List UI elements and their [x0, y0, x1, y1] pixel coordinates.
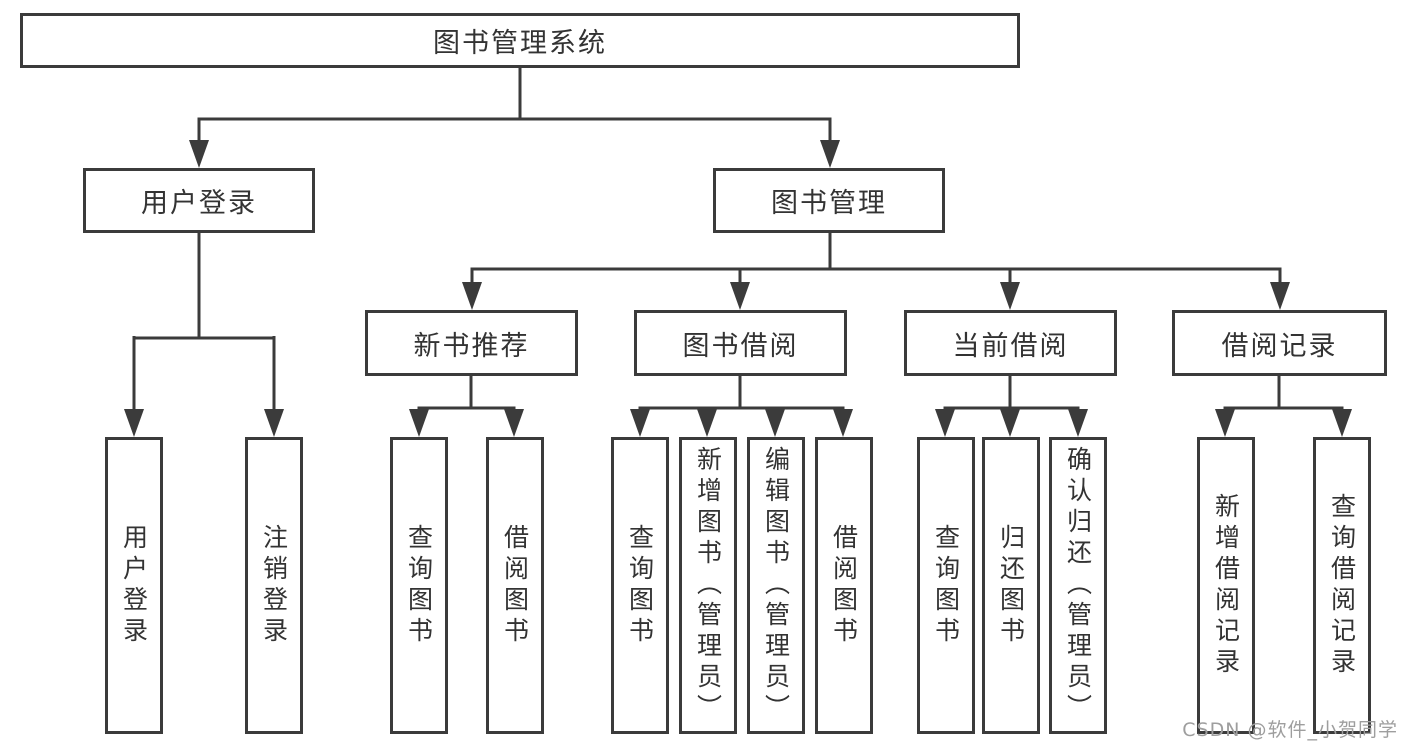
arrowhead	[820, 140, 840, 168]
leaf-logout-label: 注销登录	[259, 523, 289, 648]
arrowhead	[504, 409, 524, 437]
connector-current-borrow	[943, 376, 1080, 410]
leaf-return-book-label: 归还图书	[996, 523, 1026, 648]
leaf-logout: 注销登录	[245, 437, 303, 734]
node-borrow-records: 借阅记录	[1172, 310, 1387, 376]
connector-root	[197, 68, 832, 144]
leaf-return-book: 归还图书	[982, 437, 1040, 734]
leaf-user-login: 用户登录	[105, 437, 163, 734]
leaf-borrow-books-1-label: 借阅图书	[500, 523, 530, 648]
arrowhead	[630, 409, 650, 437]
connector-new-book-recommend	[417, 376, 516, 410]
leaf-confirm-return-admin: 确认归还（管理员）	[1049, 437, 1107, 734]
arrowhead	[935, 409, 955, 437]
connector-user-login-group	[132, 233, 276, 413]
arrowheads	[124, 140, 1352, 437]
connector-book-management	[470, 233, 1282, 286]
leaf-borrow-books-1: 借阅图书	[486, 437, 544, 734]
arrowhead	[730, 282, 750, 310]
arrowhead	[697, 409, 717, 437]
arrowhead	[124, 409, 144, 437]
leaf-user-login-label: 用户登录	[119, 523, 149, 648]
node-current-borrow: 当前借阅	[904, 310, 1117, 376]
node-library-system: 图书管理系统	[20, 13, 1020, 68]
leaf-query-borrow-record: 查询借阅记录	[1313, 437, 1371, 734]
leaf-query-books-2-label: 查询图书	[625, 523, 655, 648]
arrowhead	[462, 282, 482, 310]
arrowhead	[1270, 282, 1290, 310]
arrowhead	[189, 140, 209, 168]
leaf-query-books-3: 查询图书	[917, 437, 975, 734]
leaf-confirm-return-admin-label: 确认归还（管理员）	[1063, 446, 1093, 725]
arrowhead	[264, 409, 284, 437]
leaf-query-books-2: 查询图书	[611, 437, 669, 734]
node-book-management: 图书管理	[713, 168, 945, 233]
leaf-query-books-3-label: 查询图书	[931, 523, 961, 648]
arrowhead	[1215, 409, 1235, 437]
leaf-query-borrow-record-label: 查询借阅记录	[1327, 492, 1357, 679]
arrowhead	[409, 409, 429, 437]
leaf-borrow-books-2-label: 借阅图书	[829, 523, 859, 648]
node-user-login-group: 用户登录	[83, 168, 315, 233]
leaf-query-books-1-label: 查询图书	[404, 523, 434, 648]
node-new-book-recommend: 新书推荐	[365, 310, 578, 376]
connector-book-borrow	[638, 376, 845, 410]
leaf-borrow-books-2: 借阅图书	[815, 437, 873, 734]
leaf-add-borrow-record-label: 新增借阅记录	[1211, 492, 1241, 679]
leaf-query-books-1: 查询图书	[390, 437, 448, 734]
leaf-add-book-admin-label: 新增图书（管理员）	[693, 446, 723, 725]
arrowhead	[833, 409, 853, 437]
leaf-edit-book-admin: 编辑图书（管理员）	[747, 437, 805, 734]
csdn-watermark: CSDN @软件_小贺同学	[1182, 719, 1398, 741]
leaf-add-book-admin: 新增图书（管理员）	[679, 437, 737, 734]
connector-borrow-records	[1223, 376, 1344, 410]
arrowhead	[1332, 409, 1352, 437]
leaf-add-borrow-record: 新增借阅记录	[1197, 437, 1255, 734]
arrowhead	[1000, 409, 1020, 437]
arrowhead	[765, 409, 785, 437]
arrowhead	[1068, 409, 1088, 437]
arrowhead	[1000, 282, 1020, 310]
node-book-borrow: 图书借阅	[634, 310, 847, 376]
leaf-edit-book-admin-label: 编辑图书（管理员）	[761, 446, 791, 725]
